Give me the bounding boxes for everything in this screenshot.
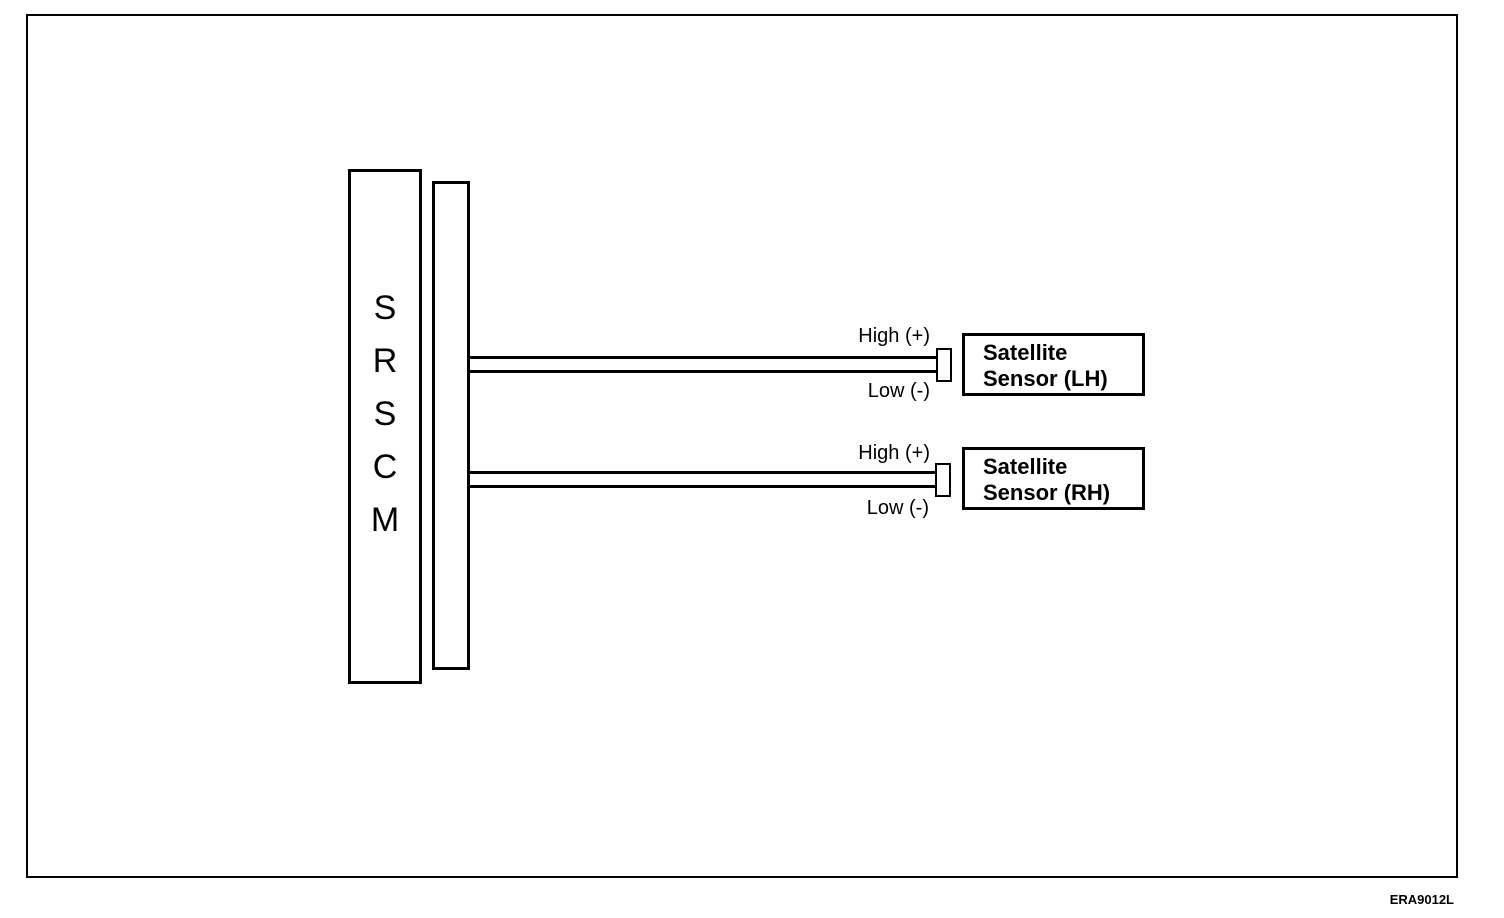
srscm-letter: S — [373, 289, 397, 327]
satellite-sensor-lh: Satellite Sensor (LH) — [962, 333, 1145, 396]
srscm-letter: R — [372, 342, 398, 380]
sensor-rh-name-line2: Sensor (RH) — [983, 480, 1111, 505]
wire-lh-high — [468, 356, 938, 359]
wire-rh-low — [468, 485, 938, 488]
srscm-letter: S — [373, 395, 397, 433]
srscm-label: S R S C M — [351, 282, 419, 547]
satellite-sensor-rh: Satellite Sensor (RH) — [962, 447, 1145, 510]
diagram-frame — [26, 14, 1458, 878]
wire-rh-high — [468, 471, 938, 474]
srscm-module: S R S C M — [348, 169, 422, 684]
sensor-rh-name-line1: Satellite — [983, 454, 1068, 479]
connector-rh-plug — [935, 463, 951, 497]
sensor-lh-name-line2: Sensor (LH) — [983, 366, 1108, 391]
srscm-letter: C — [372, 448, 398, 486]
connector-lh-plug — [936, 348, 952, 382]
figure-code: ERA9012L — [1389, 892, 1454, 907]
pin-label-rh-high: High (+) — [858, 442, 930, 464]
pin-label-lh-high: High (+) — [858, 325, 930, 347]
wire-lh-low — [468, 370, 938, 373]
sensor-lh-name-line1: Satellite — [983, 340, 1068, 365]
pin-label-lh-low: Low (-) — [867, 380, 930, 402]
srscm-letter: M — [370, 501, 400, 539]
pin-label-rh-low: Low (-) — [866, 497, 929, 519]
srscm-connector — [432, 181, 470, 670]
